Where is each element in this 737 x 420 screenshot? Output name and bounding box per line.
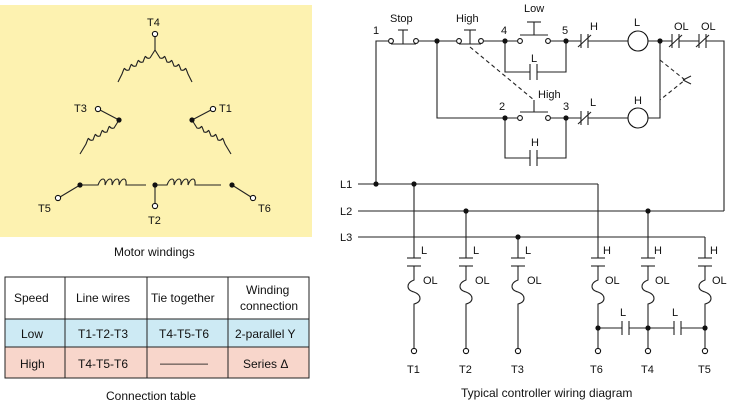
node-4: 4 — [501, 25, 507, 37]
coil-top-right — [154, 49, 193, 83]
header-winding-2: connection — [240, 299, 298, 313]
terminal-t3: T3 — [74, 103, 87, 115]
coil-l-label: L — [634, 17, 640, 29]
motor-t2: T2 — [459, 364, 472, 376]
terminal-t1: T1 — [219, 103, 232, 115]
column-t1 — [407, 257, 421, 348]
col4-h: H — [603, 245, 611, 257]
col5-ol: OL — [655, 275, 670, 287]
wiring-caption: Typical controller wiring diagram — [461, 386, 632, 400]
column-t3 — [511, 257, 525, 348]
motor-t3: T3 — [511, 364, 524, 376]
tie-l-1: L — [620, 307, 626, 319]
aux-l-label: L — [531, 53, 537, 65]
aux-h-label: H — [531, 137, 539, 149]
stop-label: Stop — [390, 13, 413, 25]
contact-l-label: L — [590, 97, 596, 109]
node-1: 1 — [373, 25, 379, 37]
header-speed: Speed — [14, 291, 49, 305]
node-5: 5 — [562, 25, 568, 37]
col1-l: L — [421, 245, 427, 257]
motor-t5: T5 — [698, 364, 711, 376]
high-pb2-label: High — [538, 89, 561, 101]
column-t4 — [641, 257, 655, 348]
terminal-t6: T6 — [258, 203, 271, 215]
column-t5 — [698, 257, 712, 348]
low-row-bg — [5, 319, 309, 347]
wiring-diagram — [358, 21, 725, 258]
wiring-labels: 1 Stop High Low 4 5 H L OL OL L High 2 3… — [340, 3, 727, 376]
node-2: 2 — [499, 101, 505, 113]
coil-bottom-left-h — [80, 178, 146, 186]
high-pb-label: High — [456, 13, 479, 25]
motor-windings-panel: T4 T3 T1 T5 T6 T2 — [0, 5, 312, 237]
row-low-winding: 2-parallel Y — [235, 327, 295, 341]
col2-l: L — [473, 245, 479, 257]
table-caption: Connection table — [106, 389, 196, 403]
l1-label: L1 — [340, 179, 352, 191]
triangle-windings — [59, 36, 252, 204]
coil-top-left — [117, 49, 156, 83]
terminal-t5: T5 — [38, 203, 51, 215]
row-high-speed: High — [20, 357, 45, 371]
coil-bottom-right — [191, 119, 232, 155]
coil-bottom-right-h — [155, 178, 221, 186]
mechanical-link-ol — [659, 59, 686, 101]
header-winding-1: Winding — [246, 283, 289, 297]
col6-ol: OL — [712, 275, 727, 287]
row-high-winding: Series Δ — [243, 357, 288, 371]
terminal-t2: T2 — [148, 215, 161, 227]
coil-h-label: H — [634, 95, 642, 107]
col1-ol: OL — [423, 275, 438, 287]
col5-h: H — [654, 245, 662, 257]
row-low-line-wires: T1-T2-T3 — [78, 327, 128, 341]
terminal-t4: T4 — [147, 17, 160, 29]
col3-l: L — [525, 245, 531, 257]
tie-l-2: L — [672, 307, 678, 319]
l3-label: L3 — [340, 232, 352, 244]
row-high-tie: ———— — [160, 356, 208, 370]
row-high-line-wires: T4-T5-T6 — [78, 357, 128, 371]
col4-ol: OL — [605, 275, 620, 287]
ol-label-1: OL — [674, 21, 689, 33]
column-t2 — [459, 257, 473, 348]
header-tie-together: Tie together — [151, 291, 215, 305]
ol-label-2: OL — [701, 21, 716, 33]
coil-bottom-left — [79, 119, 120, 155]
junction-dots — [373, 38, 709, 355]
col2-ol: OL — [475, 275, 490, 287]
header-line-wires: Line wires — [76, 291, 130, 305]
mechanical-link-high — [469, 46, 535, 101]
column-t6 — [591, 257, 605, 348]
low-pb-label: Low — [524, 3, 544, 15]
contact-h-label: H — [590, 21, 598, 33]
connection-table: Speed Line wires Tie together Winding co… — [4, 276, 310, 379]
motor-t1: T1 — [407, 364, 420, 376]
motor-t4: T4 — [641, 364, 654, 376]
windings-background — [0, 5, 312, 237]
high-row-bg — [5, 347, 309, 378]
windings-caption: Motor windings — [114, 245, 195, 259]
node-3: 3 — [563, 101, 569, 113]
motor-t6: T6 — [590, 364, 603, 376]
motor-columns — [407, 257, 712, 348]
row-low-tie: T4-T5-T6 — [159, 327, 209, 341]
col3-ol: OL — [527, 275, 542, 287]
l2-label: L2 — [340, 206, 352, 218]
row-low-speed: Low — [21, 327, 43, 341]
col6-h: H — [710, 245, 718, 257]
